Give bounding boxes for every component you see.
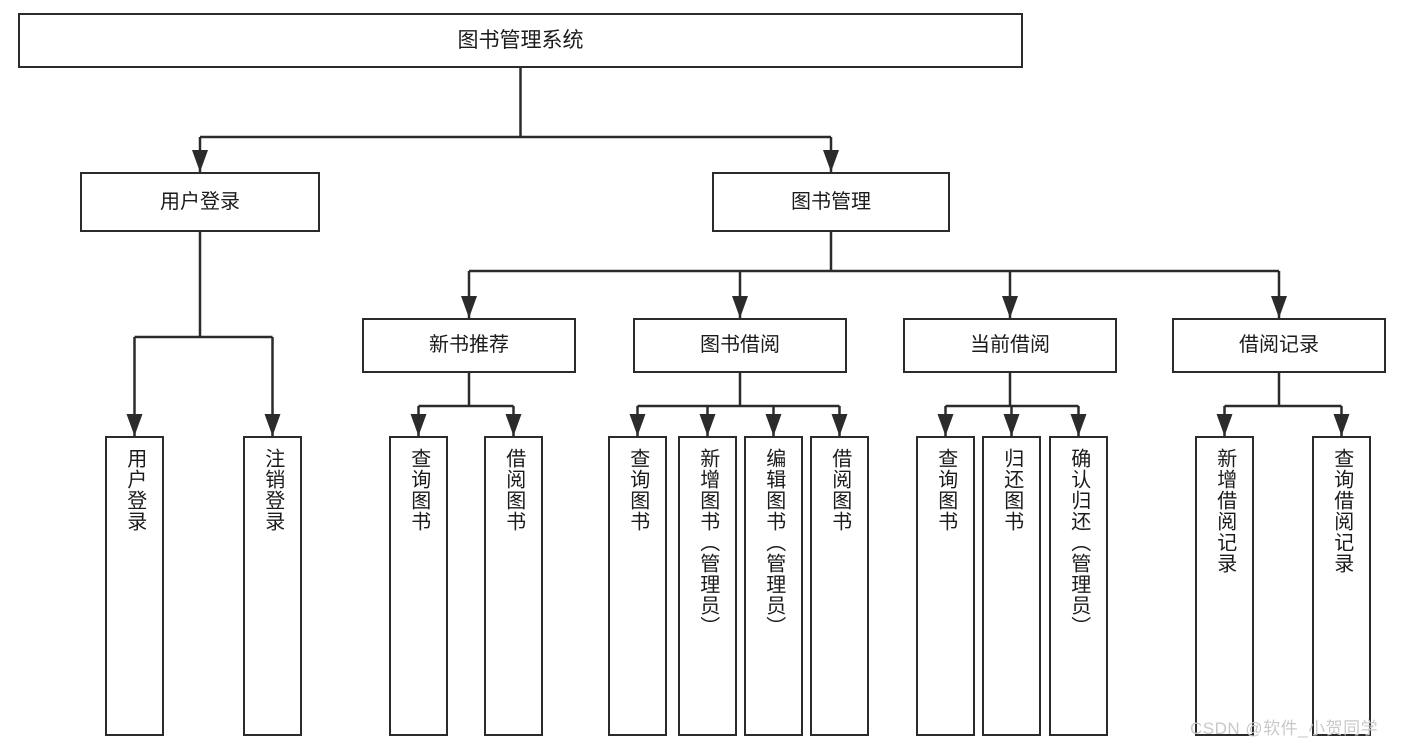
node-book-borrow[interactable]: 图书借阅: [633, 318, 847, 373]
watermark: CSDN @软件_小贺同学: [1190, 719, 1379, 738]
arrowhead-icon: [1002, 296, 1018, 318]
arrowhead-icon: [461, 296, 477, 318]
arrowhead-icon: [629, 414, 646, 436]
node-leaf-confirm-return[interactable]: 确认归还（管理员）: [1049, 436, 1108, 736]
arrowhead-icon: [410, 414, 427, 436]
node-leaf-add-record[interactable]: 新增借阅记录: [1195, 436, 1254, 736]
arrowhead-icon: [1271, 296, 1287, 318]
node-label: 查询图书: [407, 448, 430, 532]
arrowhead-icon: [823, 150, 839, 172]
node-new-book-recommend[interactable]: 新书推荐: [362, 318, 576, 373]
node-label: 当前借阅: [970, 334, 1050, 357]
node-book-manage[interactable]: 图书管理: [712, 172, 950, 232]
arrowhead-icon: [1333, 414, 1350, 436]
node-label: 用户登录: [123, 448, 146, 532]
node-label: 用户登录: [160, 190, 240, 213]
arrowhead-icon: [937, 414, 954, 436]
node-label: 图书管理: [791, 190, 871, 213]
node-label: 借阅图书: [502, 448, 525, 532]
node-label: 新增图书（管理员）: [696, 448, 719, 637]
arrowhead-icon: [505, 414, 522, 436]
arrowhead-icon: [1003, 414, 1020, 436]
node-label: 新书推荐: [429, 334, 509, 357]
arrowhead-icon: [126, 414, 143, 436]
node-leaf-add-book[interactable]: 新增图书（管理员）: [678, 436, 737, 736]
arrowhead-icon: [1070, 414, 1087, 436]
node-label: 编辑图书（管理员）: [762, 448, 785, 637]
node-label: 注销登录: [261, 448, 284, 532]
node-label: 查询图书: [934, 448, 957, 532]
node-root[interactable]: 图书管理系统: [18, 13, 1023, 68]
arrowhead-icon: [264, 414, 281, 436]
node-label: 确认归还（管理员）: [1067, 448, 1090, 637]
node-leaf-edit-book[interactable]: 编辑图书（管理员）: [744, 436, 803, 736]
node-leaf-query-record[interactable]: 查询借阅记录: [1312, 436, 1371, 736]
node-label: 借阅图书: [828, 448, 851, 532]
node-label: 借阅记录: [1239, 334, 1319, 357]
node-leaf-query-book-2[interactable]: 查询图书: [608, 436, 667, 736]
node-leaf-user-login[interactable]: 用户登录: [105, 436, 164, 736]
arrowhead-icon: [831, 414, 848, 436]
node-user-login[interactable]: 用户登录: [80, 172, 320, 232]
arrowhead-icon: [765, 414, 782, 436]
arrowhead-icon: [1216, 414, 1233, 436]
node-leaf-query-book-3[interactable]: 查询图书: [916, 436, 975, 736]
node-label: 查询借阅记录: [1330, 448, 1353, 574]
node-label: 图书借阅: [700, 334, 780, 357]
node-label: 查询图书: [626, 448, 649, 532]
arrowhead-icon: [192, 150, 208, 172]
node-label: 新增借阅记录: [1213, 448, 1236, 574]
node-label: 归还图书: [1000, 448, 1023, 532]
arrowhead-icon: [732, 296, 748, 318]
arrowhead-icon: [699, 414, 716, 436]
node-current-borrow[interactable]: 当前借阅: [903, 318, 1117, 373]
node-leaf-query-book-1[interactable]: 查询图书: [389, 436, 448, 736]
node-leaf-return-book[interactable]: 归还图书: [982, 436, 1041, 736]
node-leaf-user-logout[interactable]: 注销登录: [243, 436, 302, 736]
node-label: 图书管理系统: [457, 28, 584, 52]
node-leaf-borrow-book-1[interactable]: 借阅图书: [484, 436, 543, 736]
node-borrow-record[interactable]: 借阅记录: [1172, 318, 1386, 373]
node-leaf-borrow-book-2[interactable]: 借阅图书: [810, 436, 869, 736]
